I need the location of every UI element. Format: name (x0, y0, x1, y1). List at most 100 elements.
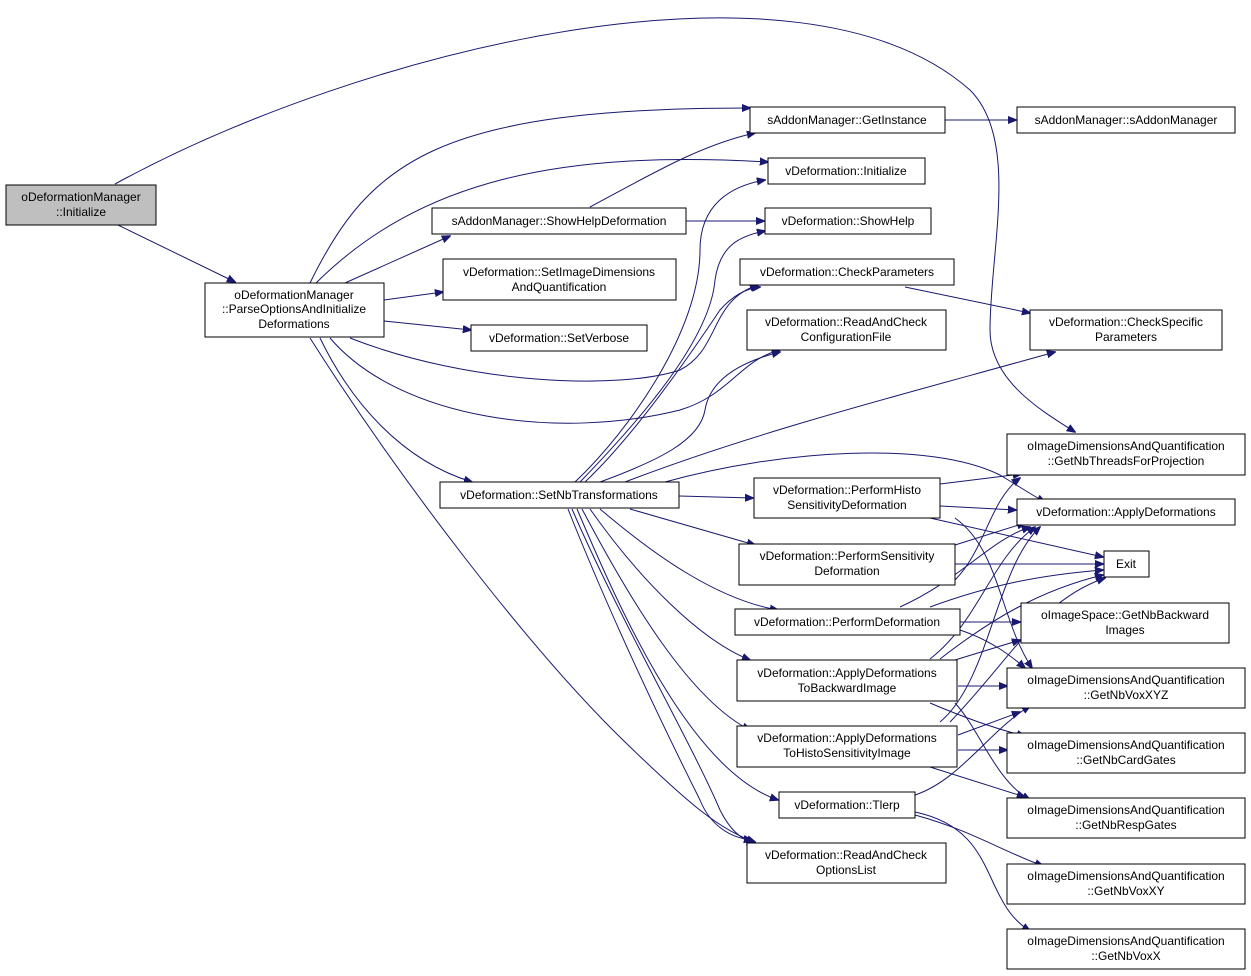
edge-applytohisto-to-applydefs (939, 527, 1040, 723)
edge-parse-to-setverbose (383, 320, 471, 330)
node-oimagedimensions-getnbvoxxy[interactable]: oImageDimensionsAndQuantification ::GetN… (1006, 863, 1246, 905)
node-label: ::GetNbThreadsForProjection (1048, 454, 1205, 468)
node-saddonmanager-ctor[interactable]: sAddonManager::sAddonManager (1016, 106, 1236, 134)
node-label: vDeformation::Initialize (785, 164, 907, 178)
node-label: vDeformation::ShowHelp (782, 214, 915, 228)
edge-performdef-to-getnbvoxxyz (959, 629, 1025, 668)
node-vdeformation-checkparameters[interactable]: vDeformation::CheckParameters (739, 258, 955, 286)
edge-setnbtrans-to-applydefs (664, 452, 1045, 502)
node-label: oDeformationManager (234, 288, 353, 302)
edge-tlerp-to-getnbvoxxyz (914, 706, 1030, 796)
node-vdeformation-performhistosensitivitydeformation[interactable]: vDeformation::PerformHisto SensitivityDe… (753, 477, 941, 519)
edge-performsens-to-getnbthreads (954, 478, 1020, 581)
node-odeformationmanager-initialize[interactable]: oDeformationManager ::Initialize (5, 184, 157, 226)
edge-setnbtrans-to-performsens (629, 508, 755, 545)
node-vdeformation-checkspecificparameters[interactable]: vDeformation::CheckSpecific Parameters (1029, 309, 1223, 351)
node-oimagedimensions-getnbvoxx[interactable]: oImageDimensionsAndQuantification ::GetN… (1006, 928, 1246, 970)
node-exit[interactable]: Exit (1103, 550, 1150, 578)
node-oimagespace-getnbbackwardimages[interactable]: oImageSpace::GetNbBackward Images (1020, 602, 1230, 644)
edge-applytoback-to-getnbbackward (954, 640, 1020, 661)
node-label: ::GetNbVoxXY (1087, 884, 1164, 898)
edge-performsens-to-applydefs (954, 523, 1025, 546)
node-oimagedimensions-getnbcardgates[interactable]: oImageDimensionsAndQuantification ::GetN… (1006, 732, 1246, 774)
node-label: ::ParseOptionsAndInitialize (222, 302, 366, 316)
node-label: SensitivityDeformation (787, 498, 906, 512)
edge-performhisto-to-getnbvoxxyz (954, 517, 1032, 668)
edge-setnbtrans-to-checkparams (584, 287, 760, 483)
edge-setnbtrans-to-readcheckconfig (599, 352, 780, 483)
node-vdeformation-readandcheckoptionslist[interactable]: vDeformation::ReadAndCheck OptionsList (746, 842, 947, 884)
node-vdeformation-performsensitivitydeformation[interactable]: vDeformation::PerformSensitivity Deforma… (738, 543, 956, 586)
node-label: OptionsList (816, 863, 877, 877)
edge-initialize-to-getnbthreads (114, 17, 1075, 432)
node-label: ::GetNbRespGates (1075, 818, 1176, 832)
node-label: ToBackwardImage (798, 681, 897, 695)
node-label: vDeformation::PerformSensitivity (760, 549, 935, 563)
node-vdeformation-applydeformationstobackwardimage[interactable]: vDeformation::ApplyDeformations ToBackwa… (736, 659, 958, 702)
node-label: ::GetNbVoxX (1091, 949, 1160, 963)
node-vdeformation-applydeformations[interactable]: vDeformation::ApplyDeformations (1016, 498, 1236, 526)
node-label: ::GetNbVoxXYZ (1084, 688, 1169, 702)
edge-setnbtrans-to-checkspecific (624, 352, 1055, 483)
node-label: vDeformation::SetImageDimensions (463, 265, 655, 279)
node-odeformationmanager-parseoptions[interactable]: oDeformationManager ::ParseOptionsAndIni… (204, 282, 385, 338)
node-oimagedimensions-getnbthreadsforprojection[interactable]: oImageDimensionsAndQuantification ::GetN… (1006, 433, 1246, 476)
node-label: vDeformation::PerformHisto (773, 483, 921, 497)
edge-performhisto-to-applydefs (939, 506, 1016, 510)
edge-performdef-to-applydefs (899, 527, 1030, 608)
node-label: vDeformation::ReadAndCheck (765, 315, 928, 329)
edge-setnbtrans-to-tlerp (576, 508, 778, 800)
node-vdeformation-setverbose[interactable]: vDeformation::SetVerbose (470, 324, 648, 352)
node-label: Exit (1116, 557, 1137, 571)
node-vdeformation-showhelp[interactable]: vDeformation::ShowHelp (764, 207, 932, 235)
edge-setnbtrans-to-applytohisto (581, 508, 750, 730)
node-vdeformation-performdeformation[interactable]: vDeformation::PerformDeformation (734, 608, 961, 636)
node-vdeformation-readandcheckconfigurationfile[interactable]: vDeformation::ReadAndCheck Configuration… (746, 309, 947, 351)
node-label: vDeformation::CheckParameters (760, 265, 934, 279)
edge-performhisto-to-getnbthreads (939, 474, 1021, 485)
node-vdeformation-setnbtransformations[interactable]: vDeformation::SetNbTransformations (439, 481, 680, 509)
node-label: vDeformation::ApplyDeformations (757, 666, 936, 680)
edge-setnbtrans-to-showhelp (579, 231, 765, 483)
edge-parse-to-showhelpdef (344, 236, 450, 284)
node-label: ::Initialize (56, 205, 106, 219)
node-label: vDeformation::SetVerbose (489, 331, 629, 345)
edge-setnbtrans-to-vd-initialize (574, 180, 765, 483)
node-label: vDeformation::ApplyDeformations (1036, 505, 1215, 519)
edge-setnbtrans-to-performhisto (678, 496, 753, 498)
node-saddonmanager-getinstance[interactable]: sAddonManager::GetInstance (749, 106, 946, 134)
node-label: oImageDimensionsAndQuantification (1027, 738, 1224, 752)
node-vdeformation-tlerp[interactable]: vDeformation::Tlerp (778, 791, 916, 819)
edge-parse-to-readcheckoptions (309, 337, 755, 842)
edge-parse-to-setimagedim (383, 292, 443, 301)
node-label: Images (1105, 623, 1144, 637)
node-label: vDeformation::ApplyDeformations (757, 731, 936, 745)
edge-performhisto-to-exit (929, 517, 1103, 557)
node-label: vDeformation::Tlerp (794, 798, 900, 812)
node-label: oImageDimensionsAndQuantification (1027, 869, 1224, 883)
node-vdeformation-setimagedimensions[interactable]: vDeformation::SetImageDimensions AndQuan… (442, 258, 677, 301)
node-label: vDeformation::SetNbTransformations (460, 488, 658, 502)
edge-setnbtrans-to-applytoback (589, 508, 750, 660)
node-vdeformation-applydeformationstohistosensitivityimage[interactable]: vDeformation::ApplyDeformations ToHistoS… (736, 725, 958, 768)
call-edges (114, 17, 1105, 931)
node-label: vDeformation::ReadAndCheck (765, 848, 928, 862)
node-label: vDeformation::PerformDeformation (754, 615, 940, 629)
node-label: oImageDimensionsAndQuantification (1027, 934, 1224, 948)
edge-tlerp-to-getnbvoxx (914, 811, 1030, 931)
edge-tlerp-to-getnbvoxxy (914, 814, 1043, 866)
node-vdeformation-initialize[interactable]: vDeformation::Initialize (767, 157, 926, 185)
node-label: ::GetNbCardGates (1076, 753, 1175, 767)
edge-parse-to-getinstance (309, 108, 750, 284)
edge-applytohisto-to-getnbrespgates (929, 766, 1025, 797)
node-oimagedimensions-getnbrespgates[interactable]: oImageDimensionsAndQuantification ::GetN… (1006, 797, 1246, 839)
node-label: Deformations (258, 317, 329, 331)
edge-applytoback-to-applydefs (929, 527, 1035, 660)
edge-checkparams-to-checkspecific (904, 286, 1030, 313)
node-oimagedimensions-getnbvoxxyz[interactable]: oImageDimensionsAndQuantification ::GetN… (1006, 667, 1246, 709)
node-label: oImageDimensionsAndQuantification (1027, 803, 1224, 817)
edge-performdef-to-exit (929, 570, 1103, 608)
node-label: sAddonManager::GetInstance (767, 113, 927, 127)
node-saddonmanager-showhelpdeformation[interactable]: sAddonManager::ShowHelpDeformation (431, 207, 687, 235)
